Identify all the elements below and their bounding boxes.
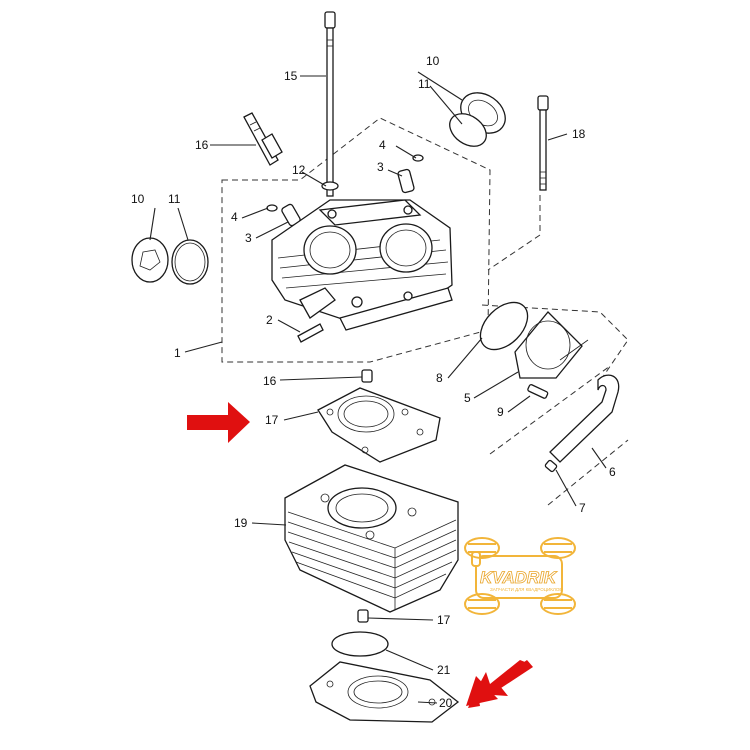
callout-7: 7 (579, 501, 586, 515)
callout-2: 2 (266, 313, 273, 327)
o-ring-11-top (449, 113, 487, 147)
callout-14: 16 (195, 138, 209, 152)
base-gasket-20 (309, 661, 460, 723)
o-ring-21 (331, 631, 389, 657)
callout-17: 17 (437, 613, 451, 627)
callout-15: 17 (265, 413, 279, 427)
stud-2 (297, 323, 324, 343)
logo-wheel-top-left (464, 537, 500, 559)
breather-hose-6 (549, 374, 620, 463)
bolt-9 (527, 384, 549, 399)
logo-wheel-bottom-left (464, 593, 500, 615)
callout-19: 19 (234, 516, 248, 530)
clamp-7 (544, 459, 558, 473)
kvadrik-watermark-logo: KVADRIK ЗАПЧАСТИ ДЛЯ КВАДРОЦИКЛОВ (464, 537, 576, 615)
callout-5: 5 (464, 391, 471, 405)
o-ring-11-left (171, 239, 209, 285)
callout-10-top: 10 (426, 54, 440, 68)
callout-labels: 15 16 10 11 4 3 12 10 11 4 3 18 1 2 16 1… (131, 54, 616, 710)
stud-bolt-13 (324, 11, 336, 197)
cylinder-19 (284, 464, 459, 613)
callout-3-left: 3 (245, 231, 252, 245)
dowel-pin-16 (361, 369, 373, 383)
callout-11-left: 11 (168, 192, 181, 206)
callout-11-top: 11 (418, 77, 431, 91)
callout-4-right: 4 (379, 138, 386, 152)
breather-cover-5 (514, 311, 589, 379)
head-assembly-outline (221, 117, 629, 385)
callout-16: 16 (263, 374, 277, 388)
washer-12 (321, 181, 339, 191)
logo-wheel-top-right (540, 537, 576, 559)
highlight-arrow-gasket-15 (187, 402, 250, 443)
callout-13: 15 (284, 69, 298, 83)
callout-1: 1 (174, 346, 181, 360)
callout-21: 21 (437, 663, 451, 677)
dowel-pin-17 (357, 609, 369, 623)
callout-6: 6 (609, 465, 616, 479)
callout-10-left: 10 (131, 192, 145, 206)
logo-wheel-bottom-right (540, 593, 576, 615)
logo-brand: KVADRIK (480, 568, 558, 587)
callout-8: 8 (436, 371, 443, 385)
breather-assembly-outline (489, 365, 629, 506)
o-ring-8 (479, 301, 529, 351)
head-gasket-15 (317, 387, 441, 463)
callout-9: 9 (497, 405, 504, 419)
cylinder-head-1 (271, 199, 453, 331)
highlight-arrow-gasket-20 (466, 660, 533, 708)
cap-3-right (397, 168, 415, 194)
spark-plug-14 (243, 112, 283, 166)
callout-20: 20 (439, 696, 453, 710)
callout-12: 12 (292, 163, 306, 177)
stud-bolt-18 (537, 95, 549, 191)
o-ring-4-left (266, 204, 278, 212)
callout-4-left: 4 (231, 210, 238, 224)
o-ring-4-right (412, 154, 424, 162)
leader-lines (149, 71, 607, 704)
callout-3-right: 3 (377, 160, 384, 174)
logo-tagline: ЗАПЧАСТИ ДЛЯ КВАДРОЦИКЛОВ (490, 587, 562, 592)
callout-18: 18 (572, 127, 586, 141)
tappet-cover-10-left (131, 237, 169, 283)
